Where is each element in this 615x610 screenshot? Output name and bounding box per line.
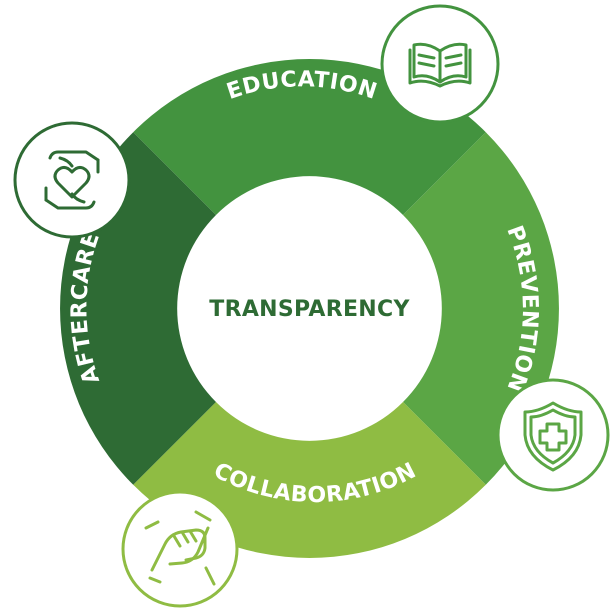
center-label: TRANSPARENCY [209,297,410,322]
center-circle [178,177,441,440]
caring-hands-heart-icon [44,150,100,210]
open-book-icon [408,42,472,88]
education-icon-badge [380,4,500,124]
handshake-icon [144,510,216,586]
shield-cross-icon [523,401,583,472]
prevention-icon-badge [496,378,610,492]
aftercare-icon-badge [13,121,131,239]
collaboration-icon-badge [121,490,239,608]
